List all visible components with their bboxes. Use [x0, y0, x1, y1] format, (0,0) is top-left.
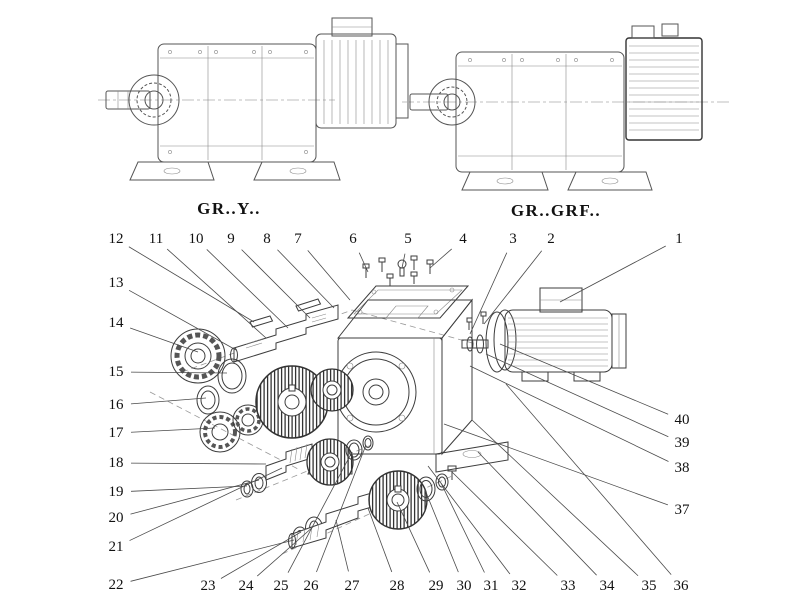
leader-line-17	[130, 427, 216, 433]
callout-label-37: 37	[675, 502, 691, 518]
leader-line-26	[316, 444, 367, 573]
leader-line-29	[396, 501, 431, 573]
leader-line-18	[130, 462, 267, 465]
leader-line-20	[130, 479, 260, 515]
leader-line-8	[277, 249, 335, 309]
title-gr-grf: GR..GRF..	[511, 201, 601, 220]
leader-line-4	[429, 248, 452, 269]
exploded-view	[149, 255, 627, 555]
leader-line-3	[469, 252, 508, 335]
leader-line-7	[307, 250, 351, 301]
leader-line-34	[477, 451, 597, 576]
cover-screws	[362, 255, 434, 286]
leader-line-39	[485, 353, 669, 438]
leader-line-23	[220, 531, 302, 579]
leader-line-25	[287, 451, 353, 573]
callout-label-36: 36	[674, 578, 690, 594]
callout-label-30: 30	[457, 578, 472, 594]
leader-line-37	[443, 423, 669, 506]
callout-label-22: 22	[109, 577, 124, 593]
leader-line-19	[130, 485, 248, 492]
callout-label-20: 20	[109, 510, 124, 526]
leader-line-14	[130, 327, 199, 353]
leader-line-36	[505, 383, 672, 575]
callout-label-18: 18	[109, 455, 124, 471]
callout-label-5: 5	[404, 231, 412, 247]
callout-label-33: 33	[561, 578, 576, 594]
callout-label-25: 25	[274, 578, 289, 594]
leader-line-33	[451, 471, 558, 576]
callout-label-38: 38	[675, 460, 690, 476]
leader-line-32	[427, 465, 511, 575]
leader-line-9	[241, 249, 311, 319]
callout-label-13: 13	[109, 275, 124, 291]
callout-label-8: 8	[263, 231, 271, 247]
assembled-view-gr-y	[98, 17, 409, 181]
leader-line-21	[129, 467, 283, 541]
callout-label-23: 23	[201, 578, 216, 594]
countershaft-assembly	[240, 435, 374, 498]
leader-line-12	[128, 246, 255, 323]
callout-label-35: 35	[642, 578, 657, 594]
callout-label-31: 31	[484, 578, 499, 594]
leader-line-40	[499, 343, 669, 415]
callout-label-2: 2	[547, 231, 555, 247]
callout-label-28: 28	[390, 578, 405, 594]
leader-line-1	[559, 245, 666, 303]
leader-line-2	[483, 250, 543, 325]
leader-line-30	[424, 489, 459, 573]
callout-label-32: 32	[512, 578, 527, 594]
callout-label-39: 39	[675, 435, 690, 451]
assembled-view-gr-grf	[402, 23, 730, 191]
leader-line-28	[367, 507, 393, 573]
callout-label-3: 3	[509, 231, 517, 247]
callout-label-26: 26	[304, 578, 320, 594]
leader-line-13	[128, 289, 237, 351]
callout-label-6: 6	[349, 231, 357, 247]
leader-line-27	[335, 519, 349, 572]
callout-label-11: 11	[149, 231, 163, 247]
leader-line-11	[166, 248, 267, 339]
leader-line-24	[256, 525, 315, 577]
leader-line-16	[130, 397, 207, 405]
motor	[461, 287, 627, 382]
leader-line-6	[358, 252, 369, 273]
callout-label-1: 1	[675, 231, 683, 247]
title-gr-y: GR..Y..	[197, 199, 261, 218]
callout-label-14: 14	[109, 315, 125, 331]
callout-label-10: 10	[189, 231, 204, 247]
callout-label-17: 17	[109, 425, 125, 441]
callout-label-15: 15	[109, 364, 124, 380]
callout-label-21: 21	[109, 539, 124, 555]
callout-label-29: 29	[429, 578, 444, 594]
callout-label-16: 16	[109, 397, 125, 413]
leader-line-38	[469, 365, 669, 462]
leader-line-15	[130, 371, 228, 374]
leader-line-22	[130, 539, 295, 582]
callout-label-12: 12	[109, 231, 124, 247]
callout-label-40: 40	[675, 412, 690, 428]
callout-label-4: 4	[459, 231, 467, 247]
callout-label-19: 19	[109, 484, 124, 500]
callout-label-9: 9	[227, 231, 235, 247]
callout-label-27: 27	[345, 578, 361, 594]
leader-line-35	[471, 419, 639, 577]
callout-label-7: 7	[294, 231, 302, 247]
leader-line-10	[206, 249, 289, 329]
callout-label-34: 34	[600, 578, 616, 594]
callout-label-24: 24	[239, 578, 255, 594]
input-shaft-assembly	[170, 298, 354, 453]
leader-line-5	[401, 253, 406, 269]
leader-line-31	[440, 482, 485, 573]
